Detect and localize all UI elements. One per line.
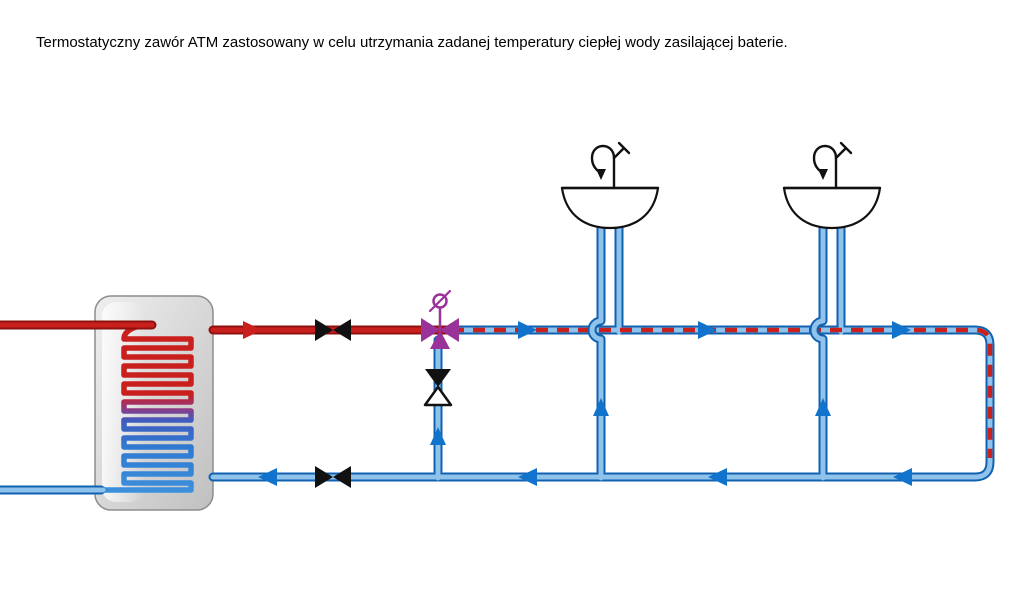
check-valve-bottom-icon bbox=[423, 385, 453, 407]
thermostatic-head-handle bbox=[428, 289, 452, 313]
storage-tank bbox=[94, 295, 214, 511]
basin-bowl-icon bbox=[560, 186, 660, 230]
basin-bowl-icon bbox=[782, 186, 882, 230]
hot-flow-arrow-icon bbox=[243, 321, 262, 339]
diagram-caption: Termostatyczny zawór ATM zastosowany w c… bbox=[36, 34, 788, 51]
valve-bowtie-icon bbox=[315, 466, 351, 488]
riser-bridge bbox=[589, 219, 826, 481]
riser-bridge-casing bbox=[587, 217, 828, 476]
tap-handle-icon bbox=[612, 141, 631, 190]
washbasin-1 bbox=[560, 141, 660, 230]
washbasin-2 bbox=[782, 141, 882, 230]
check-valve-top-icon bbox=[425, 369, 451, 387]
mixed-water-dash bbox=[452, 327, 993, 458]
tap-spout-icon bbox=[590, 144, 616, 175]
check-valve bbox=[423, 369, 453, 407]
shutoff-valve-hot bbox=[315, 319, 351, 341]
tap-flow-arrow-icon bbox=[596, 169, 606, 180]
tap-handle-icon bbox=[834, 141, 853, 190]
atm-mixing-valve bbox=[421, 289, 459, 349]
mixing-valve-body-icon bbox=[421, 318, 459, 349]
cold-pipe bbox=[0, 219, 993, 493]
heating-coil bbox=[97, 322, 194, 493]
tap-flow-arrow-icon bbox=[818, 169, 828, 180]
mixed-flow-arrow-right-icons bbox=[518, 321, 911, 339]
shutoff-valve-return bbox=[315, 466, 351, 488]
valve-bowtie-icon bbox=[315, 319, 351, 341]
flow-arrows bbox=[243, 321, 912, 486]
tap-spout-icon bbox=[812, 144, 838, 175]
up-flow-arrow-icons bbox=[430, 398, 831, 445]
